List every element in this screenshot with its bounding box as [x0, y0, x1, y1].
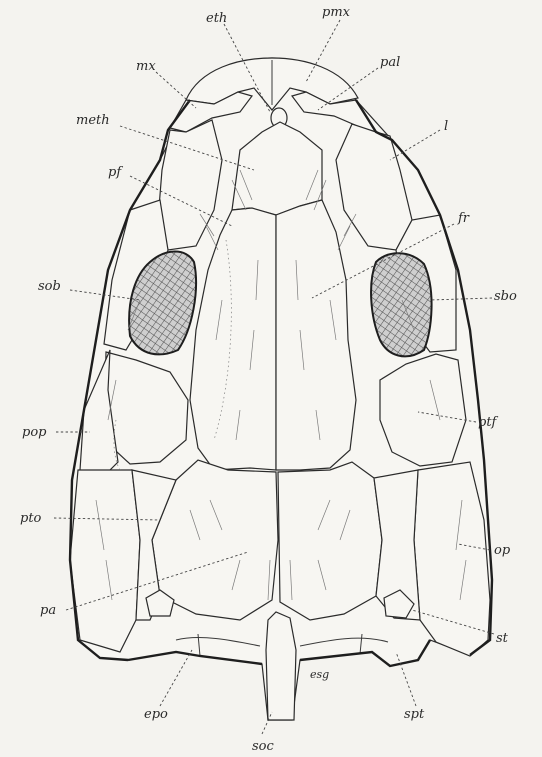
label-pmx: pmx: [322, 5, 351, 20]
label-sob: sob: [38, 279, 61, 294]
label-pf: pf: [108, 165, 123, 180]
label-st: st: [496, 631, 509, 646]
label-spt: spt: [404, 707, 425, 722]
leader-epo: [160, 650, 192, 706]
supraoccipital: [266, 612, 296, 720]
label-pa: pa: [40, 603, 56, 618]
label-pto: pto: [20, 511, 42, 526]
label-ptf: ptf: [478, 415, 499, 430]
label-fr: fr: [457, 211, 470, 226]
label-pal: pal: [380, 55, 400, 70]
label-eth: eth: [206, 11, 227, 26]
label-pop: pop: [22, 425, 47, 440]
label-mx: mx: [136, 59, 156, 74]
label-op: op: [494, 543, 511, 558]
opercle-left: [70, 470, 140, 652]
label-esg: esg: [310, 668, 329, 681]
label-l: l: [444, 119, 448, 134]
orbit-right: [371, 253, 432, 356]
label-meth: meth: [76, 113, 110, 128]
label-sbo: sbo: [494, 289, 517, 304]
label-epo: epo: [144, 707, 168, 722]
label-soc: soc: [252, 739, 274, 754]
parietal-right: [278, 462, 382, 620]
